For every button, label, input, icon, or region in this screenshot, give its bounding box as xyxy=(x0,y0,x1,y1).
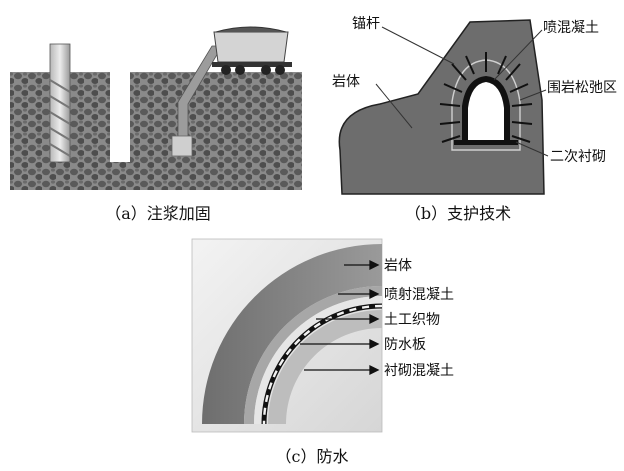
label-shotcrete: 喷混凝土 xyxy=(543,20,599,36)
grout-head xyxy=(172,136,192,156)
excavation-slot xyxy=(110,72,130,162)
label-rock-bolt: 锚杆 xyxy=(352,16,380,32)
grout-wagon xyxy=(212,27,292,75)
label-c-rock-mass: 岩体 xyxy=(384,258,412,274)
caption-c: （c）防水 xyxy=(276,447,349,466)
tunnel-invert xyxy=(454,140,518,145)
label-secondary-lining: 二次衬砌 xyxy=(550,149,606,165)
label-c-geotextile: 土工织物 xyxy=(384,312,440,328)
label-rock-mass: 岩体 xyxy=(332,74,360,90)
tunnel-opening xyxy=(468,82,504,140)
label-c-waterproof-sheet: 防水板 xyxy=(384,337,426,353)
panel-c-waterproofing: 岩体 喷射混凝土 土工织物 防水板 衬砌混凝土 （c）防水 xyxy=(192,239,454,466)
label-c-shotcrete: 喷射混凝土 xyxy=(384,287,454,303)
rock-mass-shape xyxy=(339,20,544,194)
panel-b-support: 锚杆 喷混凝土 岩体 围岩松弛区 二次衬砌 （b）支护技术 xyxy=(332,16,617,223)
caption-b: （b）支护技术 xyxy=(405,204,511,223)
leader-rock-bolt xyxy=(382,27,454,64)
panel-a-grouting: （a）注浆加固 xyxy=(10,27,302,223)
label-c-lining-concrete: 衬砌混凝土 xyxy=(384,363,454,379)
label-loose-zone: 围岩松弛区 xyxy=(547,80,617,96)
caption-a: （a）注浆加固 xyxy=(105,204,211,223)
